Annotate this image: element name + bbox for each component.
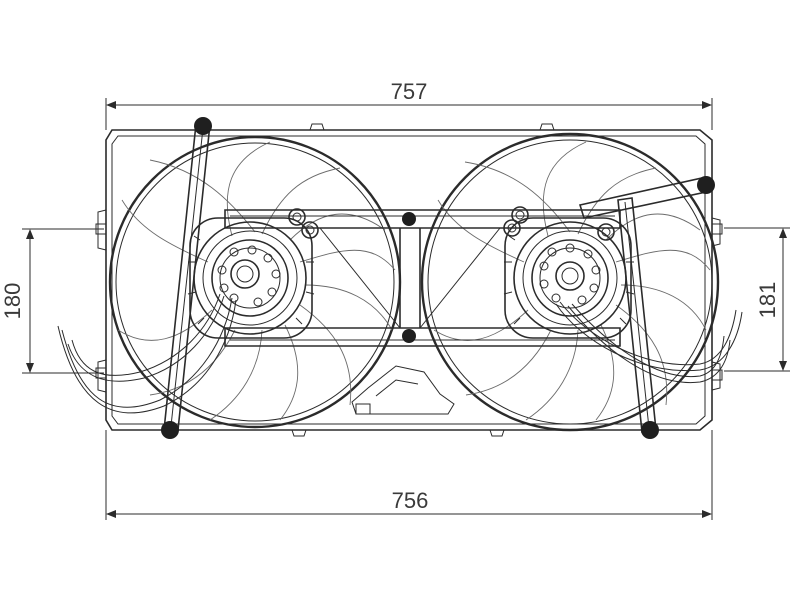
connector-bracket bbox=[351, 365, 455, 415]
dimension-bottom-label: 756 bbox=[392, 488, 429, 513]
support-struts bbox=[163, 123, 708, 433]
right-wiring bbox=[555, 301, 743, 384]
center-top-bolt bbox=[402, 212, 416, 226]
top-right-bolt bbox=[697, 176, 715, 194]
dimension-bottom: 756 bbox=[105, 430, 713, 520]
corner-bolts bbox=[161, 117, 715, 439]
dimension-top-label: 757 bbox=[391, 79, 428, 104]
left-wiring bbox=[57, 293, 237, 414]
right-motor bbox=[503, 206, 635, 339]
dimension-top: 757 bbox=[105, 79, 713, 130]
center-bottom-bolt bbox=[402, 329, 416, 343]
bottom-right-bolt bbox=[641, 421, 659, 439]
motor-carrier-frame bbox=[224, 209, 621, 347]
right-fan-blades bbox=[433, 141, 711, 421]
left-fan bbox=[108, 135, 402, 429]
top-left-bolt bbox=[194, 117, 212, 135]
dimension-left: 180 bbox=[0, 228, 104, 374]
right-fan bbox=[420, 132, 720, 432]
dimension-right: 181 bbox=[724, 227, 790, 372]
bottom-left-bolt bbox=[161, 421, 179, 439]
dimension-right-label: 181 bbox=[755, 282, 780, 319]
dimension-left-label: 180 bbox=[0, 283, 25, 320]
